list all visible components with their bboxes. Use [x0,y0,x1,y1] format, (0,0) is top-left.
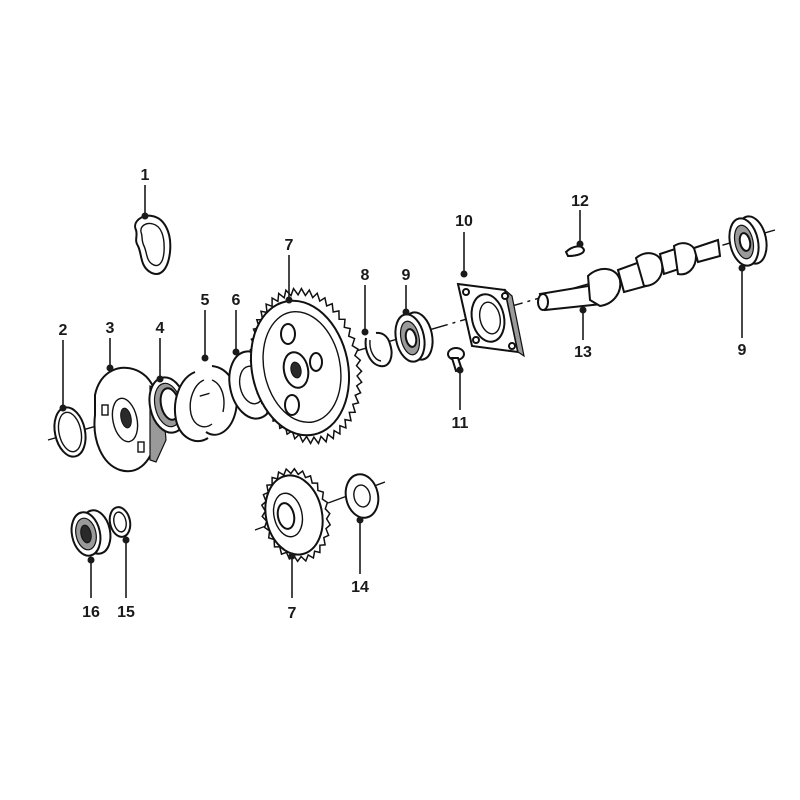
part-12-key[interactable] [564,245,586,258]
callout-3: 3 [106,320,115,337]
callout-2: 2 [59,322,68,339]
callout-7-large-gear: 7 [285,237,294,254]
part-16-ball-bearing[interactable] [68,508,115,559]
part-14-washer[interactable] [342,471,382,521]
callout-5: 5 [201,292,210,309]
part-15-seal-ring[interactable] [107,505,133,539]
part-9-bearing-left[interactable] [391,310,436,365]
callout-labels: 1 2 3 4 5 6 7 7 8 9 9 10 11 12 13 14 15 … [59,167,747,622]
callout-12: 12 [571,193,589,210]
callout-9-left: 9 [402,267,411,284]
part-5-thrust-ring[interactable] [174,365,238,443]
part-8-circlip[interactable] [364,331,393,368]
callout-13: 13 [574,344,592,361]
callout-15: 15 [117,604,135,621]
part-10-flange-plate[interactable] [456,282,525,358]
callout-6: 6 [232,292,241,309]
callout-10: 10 [455,213,473,230]
part-2-snap-ring[interactable] [50,404,90,459]
callout-16: 16 [82,604,100,621]
part-7-small-gear[interactable] [258,467,332,563]
callout-11: 11 [452,415,469,432]
part-7-large-gear[interactable] [239,287,363,445]
callout-4: 4 [156,320,165,337]
leader-lines [59,185,746,598]
callout-14: 14 [351,579,369,596]
callout-9-right: 9 [738,342,747,359]
part-13-camshaft[interactable] [537,238,722,312]
part-1-seal[interactable] [134,214,172,275]
callout-8: 8 [361,267,370,284]
part-9-bearing-right[interactable] [725,214,770,269]
callout-1: 1 [141,167,150,184]
callout-7-small-gear: 7 [288,605,297,622]
